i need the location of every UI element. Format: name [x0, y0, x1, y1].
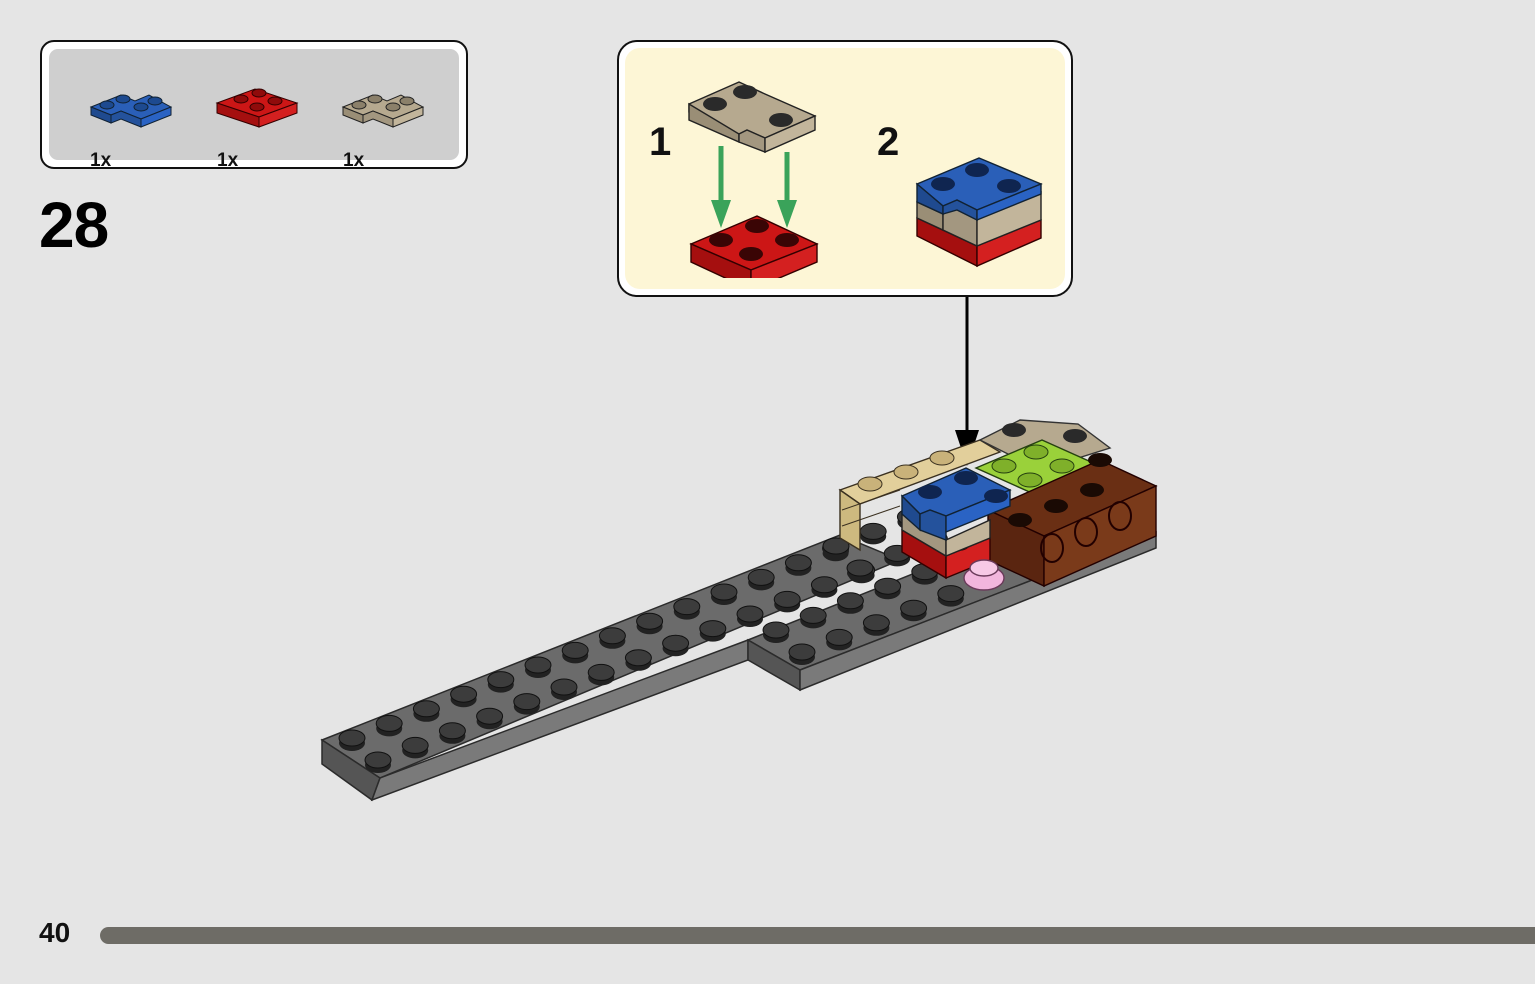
plate-stud — [762, 621, 790, 643]
plate-stud — [710, 583, 738, 605]
plate-stud — [662, 634, 690, 657]
plate-stud — [375, 714, 403, 737]
plate-stud — [401, 736, 429, 759]
plate-stud — [937, 585, 965, 607]
sub-step-2-illustration — [915, 157, 1043, 268]
sub-assembly-callout: 1 2 — [617, 40, 1073, 297]
part-quantity: 1x — [217, 150, 239, 171]
plate-stud — [561, 641, 589, 664]
plate-stud — [598, 627, 626, 649]
plate-stud — [412, 700, 440, 722]
plate-stud — [736, 605, 764, 627]
plate-stud — [859, 522, 887, 545]
plate-stud — [524, 656, 552, 678]
plate-stud — [487, 671, 515, 693]
plate-stud — [810, 576, 838, 598]
plate-stud — [836, 592, 864, 614]
plate-stud — [438, 722, 466, 744]
page-number: 40 — [39, 917, 71, 948]
callout-panel: 1 2 — [625, 48, 1065, 289]
plate-stud — [862, 614, 890, 636]
part-blue-corner-plate: 1x — [89, 69, 189, 171]
plate-stud — [513, 693, 541, 715]
plate-stud — [699, 620, 727, 642]
plate-stud — [846, 559, 874, 581]
plate-stud — [900, 599, 928, 622]
part-quantity: 1x — [90, 150, 112, 171]
plate-stud — [550, 678, 578, 700]
sub-step-1-illustration — [688, 81, 819, 278]
plate-stud — [636, 612, 664, 635]
plate-stud — [624, 649, 652, 671]
plate-stud — [788, 643, 816, 665]
part-quantity: 1x — [343, 150, 365, 171]
progress-bar — [100, 927, 1535, 944]
plate-stud — [747, 568, 775, 591]
plate-stud — [784, 554, 812, 576]
plate-stud — [773, 590, 801, 613]
plate-stud — [874, 577, 902, 600]
sub-step-label-1: 1 — [649, 120, 672, 164]
plate-stud — [476, 707, 504, 730]
tan-corner-plate-icon — [341, 94, 425, 128]
step-number: 28 — [39, 189, 109, 261]
plate-stud — [825, 628, 853, 651]
plate-stud — [822, 537, 850, 559]
plate-stud — [364, 751, 392, 773]
parts-list: 1x 1x — [40, 40, 468, 171]
plate-stud — [799, 606, 827, 629]
blue-corner-plate-icon — [89, 94, 173, 128]
part-tan-corner-plate: 1x — [341, 69, 441, 171]
plate-stud — [338, 729, 366, 751]
red-plate-2x2-icon — [215, 88, 299, 128]
part-red-plate: 1x — [215, 69, 315, 171]
parts-list-panel: 1x 1x — [49, 49, 459, 171]
plate-stud — [450, 685, 478, 708]
plate-stud — [587, 663, 615, 686]
sub-step-label-2: 2 — [877, 120, 900, 164]
plate-stud — [673, 598, 701, 620]
